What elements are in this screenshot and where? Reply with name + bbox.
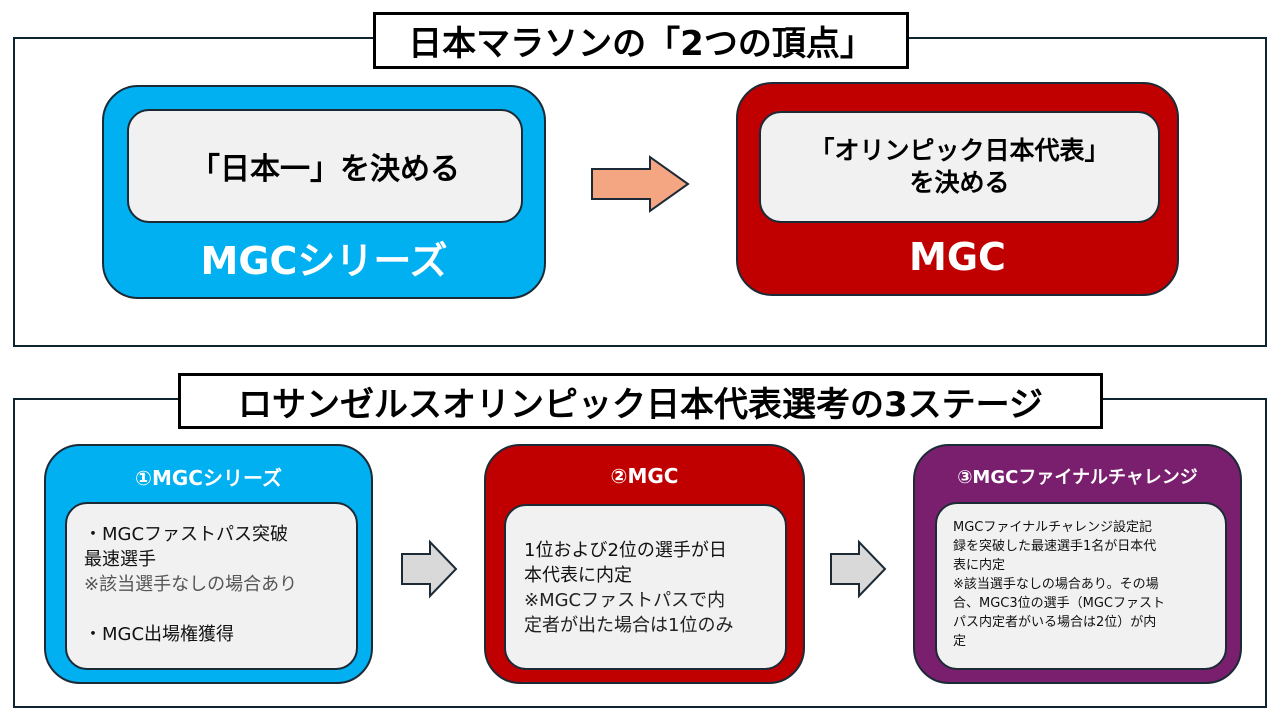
arrow-right-shape [830, 539, 887, 599]
stage-3-line-7: 定 [953, 634, 967, 649]
mgc-series-label: MGCシリーズ [200, 238, 448, 283]
stage-2-note-2: 定者が出た場合は1位のみ [524, 615, 734, 636]
mgc-purpose-line-1: 「オリンピック日本代表」 [809, 135, 1110, 165]
stage-1-line-1: ・MGCファストパス突破 [84, 524, 289, 545]
mgc-series-purpose: 「日本一」を決める [190, 152, 460, 187]
stage-1-spacer [84, 597, 356, 622]
stage-2-line-1: 1位および2位の選手が日 [524, 540, 727, 561]
arrow-right-icon [830, 539, 887, 599]
stage-2-line-2: 本代表に内定 [524, 565, 632, 586]
mgc-purpose-line-2: を決める [909, 168, 1010, 197]
stage-3-inner: MGCファイナルチャレンジ設定記 録を突破した最速選手1名が日本代 表に内定 ※… [935, 502, 1227, 670]
stage-3-line-6: パス内定者がいる場合は2位）が内 [953, 615, 1157, 630]
stage-1-line-2: 最速選手 [84, 549, 156, 570]
stage-3-box: ③MGCファイナルチャレンジ MGCファイナルチャレンジ設定記 録を突破した最速… [913, 444, 1242, 684]
stage-1-line-3: ・MGC出場権獲得 [84, 624, 235, 645]
stage-3-line-5: 合、MGC3位の選手（MGCファスト [953, 596, 1166, 611]
arrow-right-shape [401, 539, 458, 599]
stage-1-inner: ・MGCファストパス突破 最速選手 ※該当選手なしの場合あり ・MGC出場権獲得 [65, 502, 358, 670]
section2-title-text: ロサンゼルスオリンピック日本代表選考の3ステージ [238, 384, 1043, 425]
stage-3-line-1: MGCファイナルチャレンジ設定記 [953, 520, 1152, 535]
stage-3-line-2: 録を突破した最速選手1名が日本代 [953, 539, 1157, 554]
mgc-series-inner: 「日本一」を決める [127, 109, 523, 223]
arrow-right-icon [591, 155, 690, 213]
section1-title: 日本マラソンの「2つの頂点」 [373, 12, 909, 69]
section1-title-text: 日本マラソンの「2つの頂点」 [408, 24, 874, 64]
stage-2-inner: 1位および2位の選手が日 本代表に内定 ※MGCファストパスで内 定者が出た場合… [504, 504, 787, 670]
arrow-right-shape [591, 155, 690, 213]
stage-2-note-1: ※MGCファストパスで内 [524, 590, 726, 611]
mgc-box: 「オリンピック日本代表」 を決める MGC [736, 82, 1179, 296]
stage-1-note: ※該当選手なしの場合あり [84, 574, 298, 595]
section2-title: ロサンゼルスオリンピック日本代表選考の3ステージ [178, 373, 1103, 429]
mgc-series-box: 「日本一」を決める MGCシリーズ [102, 85, 546, 299]
mgc-label: MGC [909, 235, 1006, 279]
stage-3-line-3: 表に内定 [953, 558, 1006, 573]
stage-1-box: ①MGCシリーズ ・MGCファストパス突破 最速選手 ※該当選手なしの場合あり … [44, 444, 373, 684]
mgc-inner: 「オリンピック日本代表」 を決める [759, 111, 1160, 223]
stage-3-header: ③MGCファイナルチャレンジ [957, 467, 1198, 488]
stage-2-header: ②MGC [610, 464, 679, 488]
stage-1-header: ①MGCシリーズ [135, 465, 282, 490]
stage-2-box: ②MGC 1位および2位の選手が日 本代表に内定 ※MGCファストパスで内 定者… [484, 444, 805, 684]
stage-3-line-4: ※該当選手なしの場合あり。その場 [953, 577, 1159, 592]
arrow-right-icon [401, 539, 458, 599]
